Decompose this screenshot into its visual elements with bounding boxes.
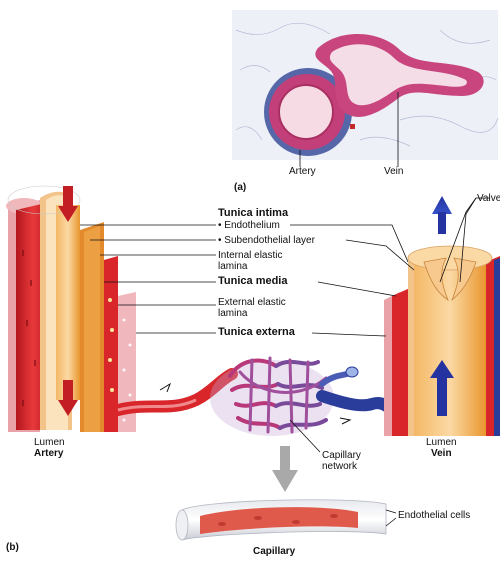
internal-elastic-lamina-label-1: Internal elastic [218,250,282,261]
micro-artery-label: Artery [289,166,316,177]
micrograph [232,10,498,167]
panel-b-tag: (b) [6,542,19,553]
tunica-externa-label: Tunica externa [218,327,295,338]
endothelial-cells-label: Endothelial cells [398,510,470,521]
artery-label: Artery [34,448,63,459]
capillary-label: Capillary [253,546,295,557]
internal-elastic-lamina-label-2: lamina [218,261,247,272]
lumen-artery-label: Lumen [34,437,65,448]
endothelium-label: • Endothelium [218,220,280,231]
capillary-network-label-1: Capillary [322,450,361,461]
artery-cylinder [6,186,136,432]
panel-a-tag: (a) [234,182,246,193]
tunica-intima-label: Tunica intima [218,208,288,219]
tunica-media-label: Tunica media [218,276,287,287]
subendothelial-layer-label: • Subendothelial layer [218,235,315,246]
vein-label: Vein [431,448,452,459]
vein-cylinder [384,196,500,436]
lumen-vein-label: Lumen [426,437,457,448]
capillary-network-label-2: network [322,461,357,472]
micro-vein-label: Vein [384,166,403,177]
valve-label: Valve [477,193,500,204]
vein-flow-arrow-top [432,196,452,214]
capillary-detail [176,500,396,540]
detail-arrow [272,470,298,492]
external-elastic-lamina-label-2: lamina [218,308,247,319]
external-elastic-lamina-label-1: External elastic [218,297,286,308]
